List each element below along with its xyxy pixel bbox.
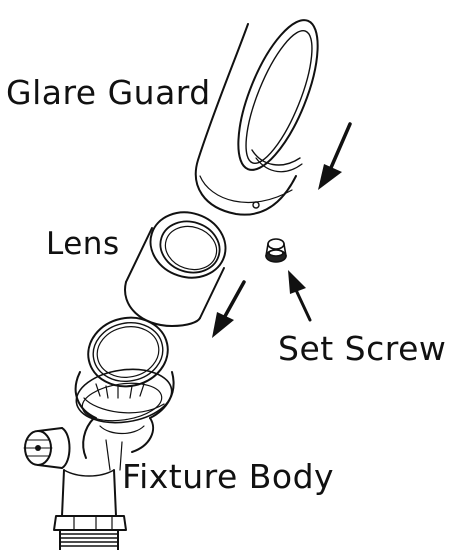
- set-screw-part: [265, 238, 287, 263]
- glare-guard-part: [194, 19, 319, 216]
- set-screw-arrow: [288, 270, 312, 322]
- glare-guard-label: Glare Guard: [6, 73, 211, 112]
- lens-arrow: [212, 280, 246, 338]
- lens-label: Lens: [46, 226, 120, 262]
- fixture-body-label: Fixture Body: [122, 457, 335, 496]
- lens-part: [124, 211, 227, 327]
- set-screw-label: Set Screw: [278, 329, 447, 368]
- glare-guard-arrow: [318, 122, 352, 190]
- fixture-body-part: [23, 316, 175, 550]
